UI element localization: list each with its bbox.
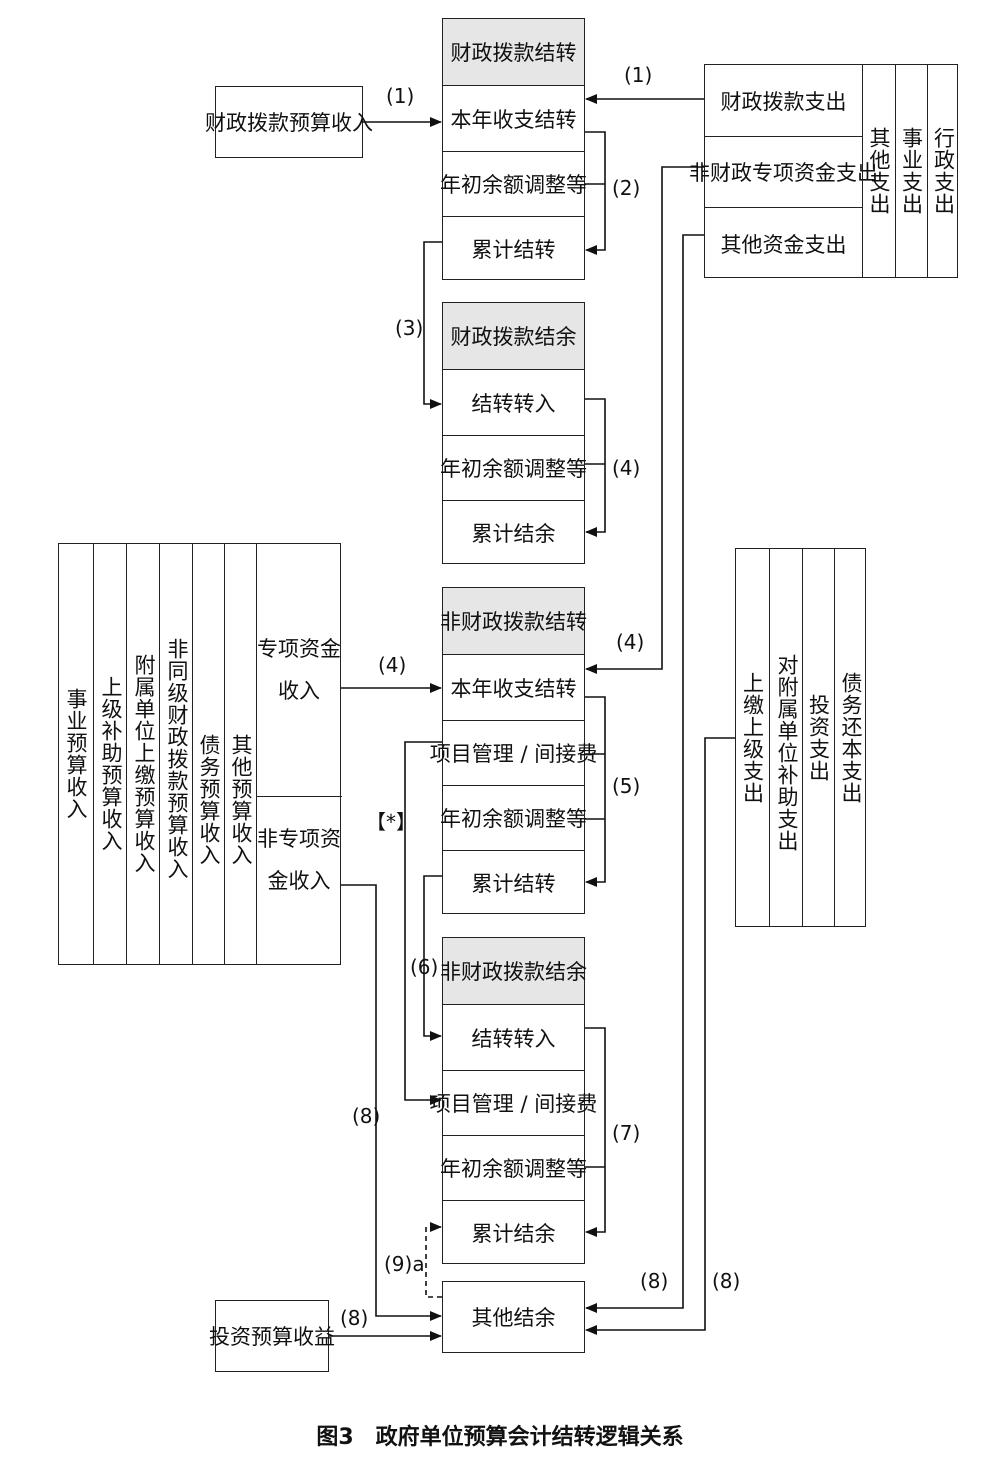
fiscal-carryover-row-adjust: 年初余额调整等 xyxy=(440,151,587,216)
nonfiscal-surplus-header: 非财政拨款结余 xyxy=(440,938,587,1004)
fiscal-carryover-row-cumulative: 累计结转 xyxy=(443,216,584,281)
fiscal-surplus-header: 财政拨款结余 xyxy=(443,303,584,369)
nonfiscal-carryover-row-adjust: 年初余额调整等 xyxy=(440,785,587,850)
expense-columns: 其他支出 事业支出 行政支出 xyxy=(862,65,959,277)
other-surplus-label: 其他结余 xyxy=(471,1306,556,1330)
income-special-cell: 专项资金 收入 xyxy=(257,544,341,796)
invest-budget-income-label: 投资预算收益 xyxy=(209,1325,335,1349)
income-col-affiliate-remit: 附属单位上缴预算收入 xyxy=(126,544,159,964)
expense-row-fiscal: 财政拨款支出 xyxy=(720,89,847,114)
nonfiscal-carryover-stack: 非财政拨款结转 本年收支结转 项目管理 / 间接费 年初余额调整等 累计结转 xyxy=(430,587,597,915)
expense-col-business: 事业支出 xyxy=(895,65,927,277)
arrow-9a xyxy=(425,1222,442,1298)
fiscal-carryover-header: 财政拨款结转 xyxy=(443,19,584,85)
right-expense-panel: 上缴上级支出 对附属单位补助支出 投资支出 债务还本支出 xyxy=(735,548,866,927)
label-5: (5) xyxy=(612,774,641,798)
fiscal-carryover-row-current: 本年收支结转 xyxy=(443,85,584,151)
label-star: 【*】 xyxy=(366,810,416,834)
right-col-investment: 投资支出 xyxy=(802,549,834,926)
fiscal-surplus-row-transfer: 结转转入 xyxy=(443,369,584,435)
arrow-8-panel xyxy=(585,737,735,1335)
fiscal-budget-income-box: 财政拨款预算收入 xyxy=(205,86,373,158)
nonfiscal-surplus-row-project: 项目管理 / 间接费 xyxy=(430,1070,597,1135)
expense-col-other: 其他支出 xyxy=(862,65,895,277)
income-col-superior-subsidy: 上级补助预算收入 xyxy=(93,544,126,964)
arrow-4-right xyxy=(585,166,704,674)
income-nonspecial-line2: 金收入 xyxy=(267,869,331,893)
fiscal-surplus-row-adjust: 年初余额调整等 xyxy=(440,435,587,500)
income-panel: 事业预算收入 上级补助预算收入 附属单位上缴预算收入 非同级财政拨款预算收入 债… xyxy=(58,543,342,965)
figure-caption: 图3 政府单位预算会计结转逻辑关系 xyxy=(316,1425,684,1450)
nonfiscal-carryover-row-current: 本年收支结转 xyxy=(443,654,584,720)
label-7: (7) xyxy=(612,1121,641,1145)
label-8-left: (8) xyxy=(352,1104,381,1128)
income-nonspecial-line1: 非专项资 xyxy=(257,827,341,851)
expense-row-nonfiscal-special: 非财政专项资金支出 xyxy=(689,136,878,207)
nonfiscal-surplus-row-cumulative: 累计结余 xyxy=(443,1200,584,1265)
label-6: (6) xyxy=(410,955,439,979)
income-col-debt: 债务预算收入 xyxy=(192,544,224,964)
arrow-3 xyxy=(423,241,442,409)
label-9a: (9)a xyxy=(384,1252,425,1276)
income-col-business: 事业预算收入 xyxy=(64,688,88,820)
expense-row-other: 其他资金支出 xyxy=(705,207,862,279)
arrow-4-upper xyxy=(585,398,606,537)
nonfiscal-carryover-row-cumulative: 累计结转 xyxy=(443,850,584,915)
income-special-line1: 专项资金 xyxy=(257,637,341,661)
right-col-affiliate-subsidy: 对附属单位补助支出 xyxy=(769,549,802,926)
other-surplus-box: 其他结余 xyxy=(442,1281,585,1353)
arrow-2-upper xyxy=(585,131,606,255)
nonfiscal-surplus-stack: 非财政拨款结余 结转转入 项目管理 / 间接费 年初余额调整等 累计结余 xyxy=(430,937,597,1265)
label-1-left: (1) xyxy=(386,84,415,108)
label-2: (2) xyxy=(612,176,641,200)
label-3: (3) xyxy=(395,316,424,340)
fiscal-carryover-stack: 财政拨款结转 本年收支结转 年初余额调整等 累计结转 xyxy=(440,18,587,281)
expense-panel: 财政拨款支出 非财政专项资金支出 其他资金支出 其他支出 事业支出 行政支出 xyxy=(689,64,959,279)
label-8-invest: (8) xyxy=(340,1306,369,1330)
label-8-panel: (8) xyxy=(712,1269,741,1293)
arrow-8-left xyxy=(341,884,442,1321)
label-4-right: (4) xyxy=(616,630,645,654)
arrow-8-right xyxy=(585,234,704,1313)
arrow-5 xyxy=(585,696,606,887)
arrow-star xyxy=(404,741,442,1105)
label-8-right: (8) xyxy=(640,1269,669,1293)
arrow-6 xyxy=(423,875,442,1041)
fiscal-surplus-stack: 财政拨款结余 结转转入 年初余额调整等 累计结余 xyxy=(440,302,587,565)
nonfiscal-surplus-row-adjust: 年初余额调整等 xyxy=(440,1135,587,1200)
income-special-divider xyxy=(257,796,342,797)
income-col-other: 其他预算收入 xyxy=(224,544,256,964)
label-4-bracket: (4) xyxy=(612,456,641,480)
nonfiscal-surplus-row-transfer: 结转转入 xyxy=(443,1004,584,1070)
label-4-left: (4) xyxy=(378,653,407,677)
expense-rows: 财政拨款支出 非财政专项资金支出 其他资金支出 xyxy=(689,65,878,279)
label-1-right: (1) xyxy=(624,63,653,87)
expense-col-admin: 行政支出 xyxy=(927,65,959,277)
income-nonspecial-cell: 非专项资 金收入 xyxy=(257,796,341,964)
income-special-line2: 收入 xyxy=(278,679,320,703)
income-special-area: 专项资金 收入 非专项资 金收入 xyxy=(256,544,342,964)
invest-budget-income-box: 投资预算收益 xyxy=(209,1300,335,1372)
fiscal-surplus-row-cumulative: 累计结余 xyxy=(443,500,584,565)
right-col-remit-superior: 上缴上级支出 xyxy=(740,671,765,804)
nonfiscal-carryover-row-project: 项目管理 / 间接费 xyxy=(430,720,597,785)
income-col-nonsame-fiscal: 非同级财政拨款预算收入 xyxy=(159,544,192,964)
fiscal-budget-income-label: 财政拨款预算收入 xyxy=(205,111,373,135)
nonfiscal-carryover-header: 非财政拨款结转 xyxy=(440,588,587,654)
arrow-7 xyxy=(585,1027,606,1237)
right-col-debt-repay: 债务还本支出 xyxy=(834,549,867,926)
